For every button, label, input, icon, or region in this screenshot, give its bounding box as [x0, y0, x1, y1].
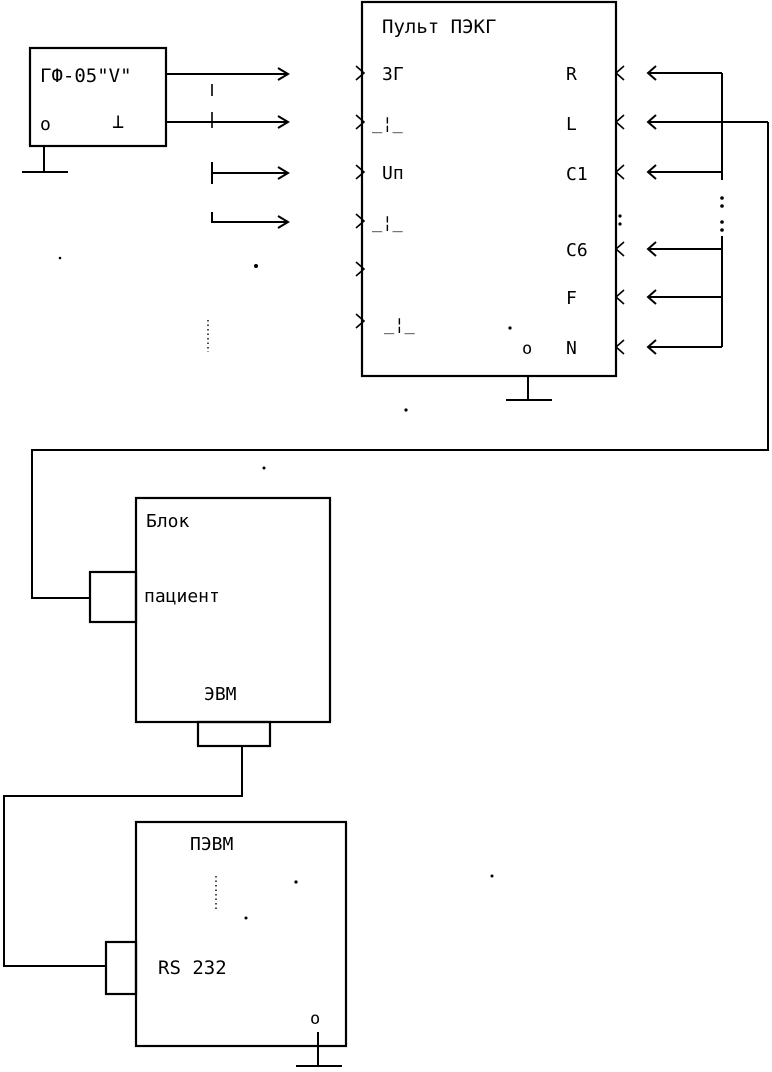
lead-ellipsis-dot: [618, 222, 622, 226]
lead-label-c6: C6: [566, 240, 588, 261]
stray-dot: [254, 264, 258, 268]
up-input-line: [211, 162, 290, 184]
generator-block: ГФ-05"V" o ⊥: [22, 46, 290, 352]
lead-label-l: L: [566, 114, 577, 135]
connector-in-5: [355, 261, 366, 277]
lead-connector-n: [614, 339, 625, 355]
rs232-connector: [104, 940, 138, 996]
generator-output-1: [166, 67, 290, 81]
pc-ground-terminal: o: [310, 1009, 320, 1029]
lead-connector-c6: [614, 241, 625, 257]
lead-label-c1: C1: [566, 164, 588, 185]
connector-in-1: [355, 65, 366, 81]
stray-dot: [58, 256, 62, 260]
generator-terminal-left: o: [40, 114, 51, 135]
interface-unit-block: Блок пациент ЭВМ: [88, 466, 332, 748]
lead-connector-r: [614, 65, 625, 81]
console-input-zg: ЗГ: [382, 64, 404, 85]
unit-patient-label: пациент: [144, 586, 220, 607]
unit-computer-label: ЭВМ: [204, 684, 237, 705]
lead-label-f: F: [566, 288, 577, 309]
console-input-sep-3: _¦_: [384, 315, 415, 335]
pc-port-label: RS 232: [158, 957, 227, 979]
bus-ellipsis-dot: [720, 196, 724, 200]
computer-connector: [196, 720, 272, 748]
connector-in-2: [355, 114, 366, 130]
bus-ellipsis-dot: [720, 220, 724, 224]
lead-connectors: [614, 65, 768, 355]
lead-wire-n: [646, 339, 722, 355]
lead-connector-c1: [614, 164, 625, 180]
lead-ellipsis-dot: [618, 214, 622, 218]
connector-in-4: [355, 213, 366, 229]
console-title: Пульт ПЭКГ: [382, 16, 496, 38]
lead-wire-r: [646, 65, 722, 81]
lead-connector-l: [614, 114, 625, 130]
stray-dot: [508, 326, 512, 330]
connector-in-3: [355, 164, 366, 180]
connector-in-6: [355, 313, 366, 329]
generator-label: ГФ-05"V": [40, 65, 132, 87]
pc-ground-icon: [296, 1032, 342, 1067]
lead-wire-c6: [646, 241, 722, 257]
pc-block: ПЭВМ RS 232 o: [104, 820, 348, 1067]
unit-title: Блок: [146, 511, 190, 532]
console-block: Пульт ПЭКГ ЗГ _¦_ Uп _¦_ _¦_ R L C1 C6 F…: [355, 0, 622, 412]
console-ground-icon: [506, 376, 552, 401]
lead-wire-l: [646, 114, 768, 130]
generator-box: [28, 46, 168, 148]
stray-dot: [404, 408, 408, 412]
generator-terminal-ground: ⊥: [112, 109, 124, 133]
patient-cable: [31, 122, 769, 599]
generator-output-2: [166, 115, 290, 129]
patient-connector: [88, 570, 138, 624]
bus-ellipsis-dot: [720, 204, 724, 208]
input-line-4: [211, 212, 290, 229]
bus-ellipsis-dot: [720, 228, 724, 232]
pc-box: [134, 820, 348, 1048]
stray-dot: [490, 874, 494, 878]
lead-label-n: N: [566, 338, 577, 359]
console-input-sep-2: _¦_: [372, 213, 403, 233]
serial-cable: [3, 746, 243, 967]
stray-dot: [244, 916, 248, 920]
console-input-up: Uп: [382, 163, 404, 184]
console-box: [360, 0, 618, 378]
generator-ground-icon: [22, 146, 68, 173]
lead-label-r: R: [566, 64, 577, 85]
lead-wire-f: [646, 289, 722, 305]
stray-dot: [294, 880, 298, 884]
lead-wire-c1: [646, 164, 722, 180]
console-input-sep-1: _¦_: [372, 114, 403, 134]
console-ground-terminal: o: [522, 339, 532, 359]
pc-title: ПЭВМ: [190, 834, 234, 855]
stray-dot: [262, 466, 266, 470]
lead-connector-f: [614, 289, 625, 305]
